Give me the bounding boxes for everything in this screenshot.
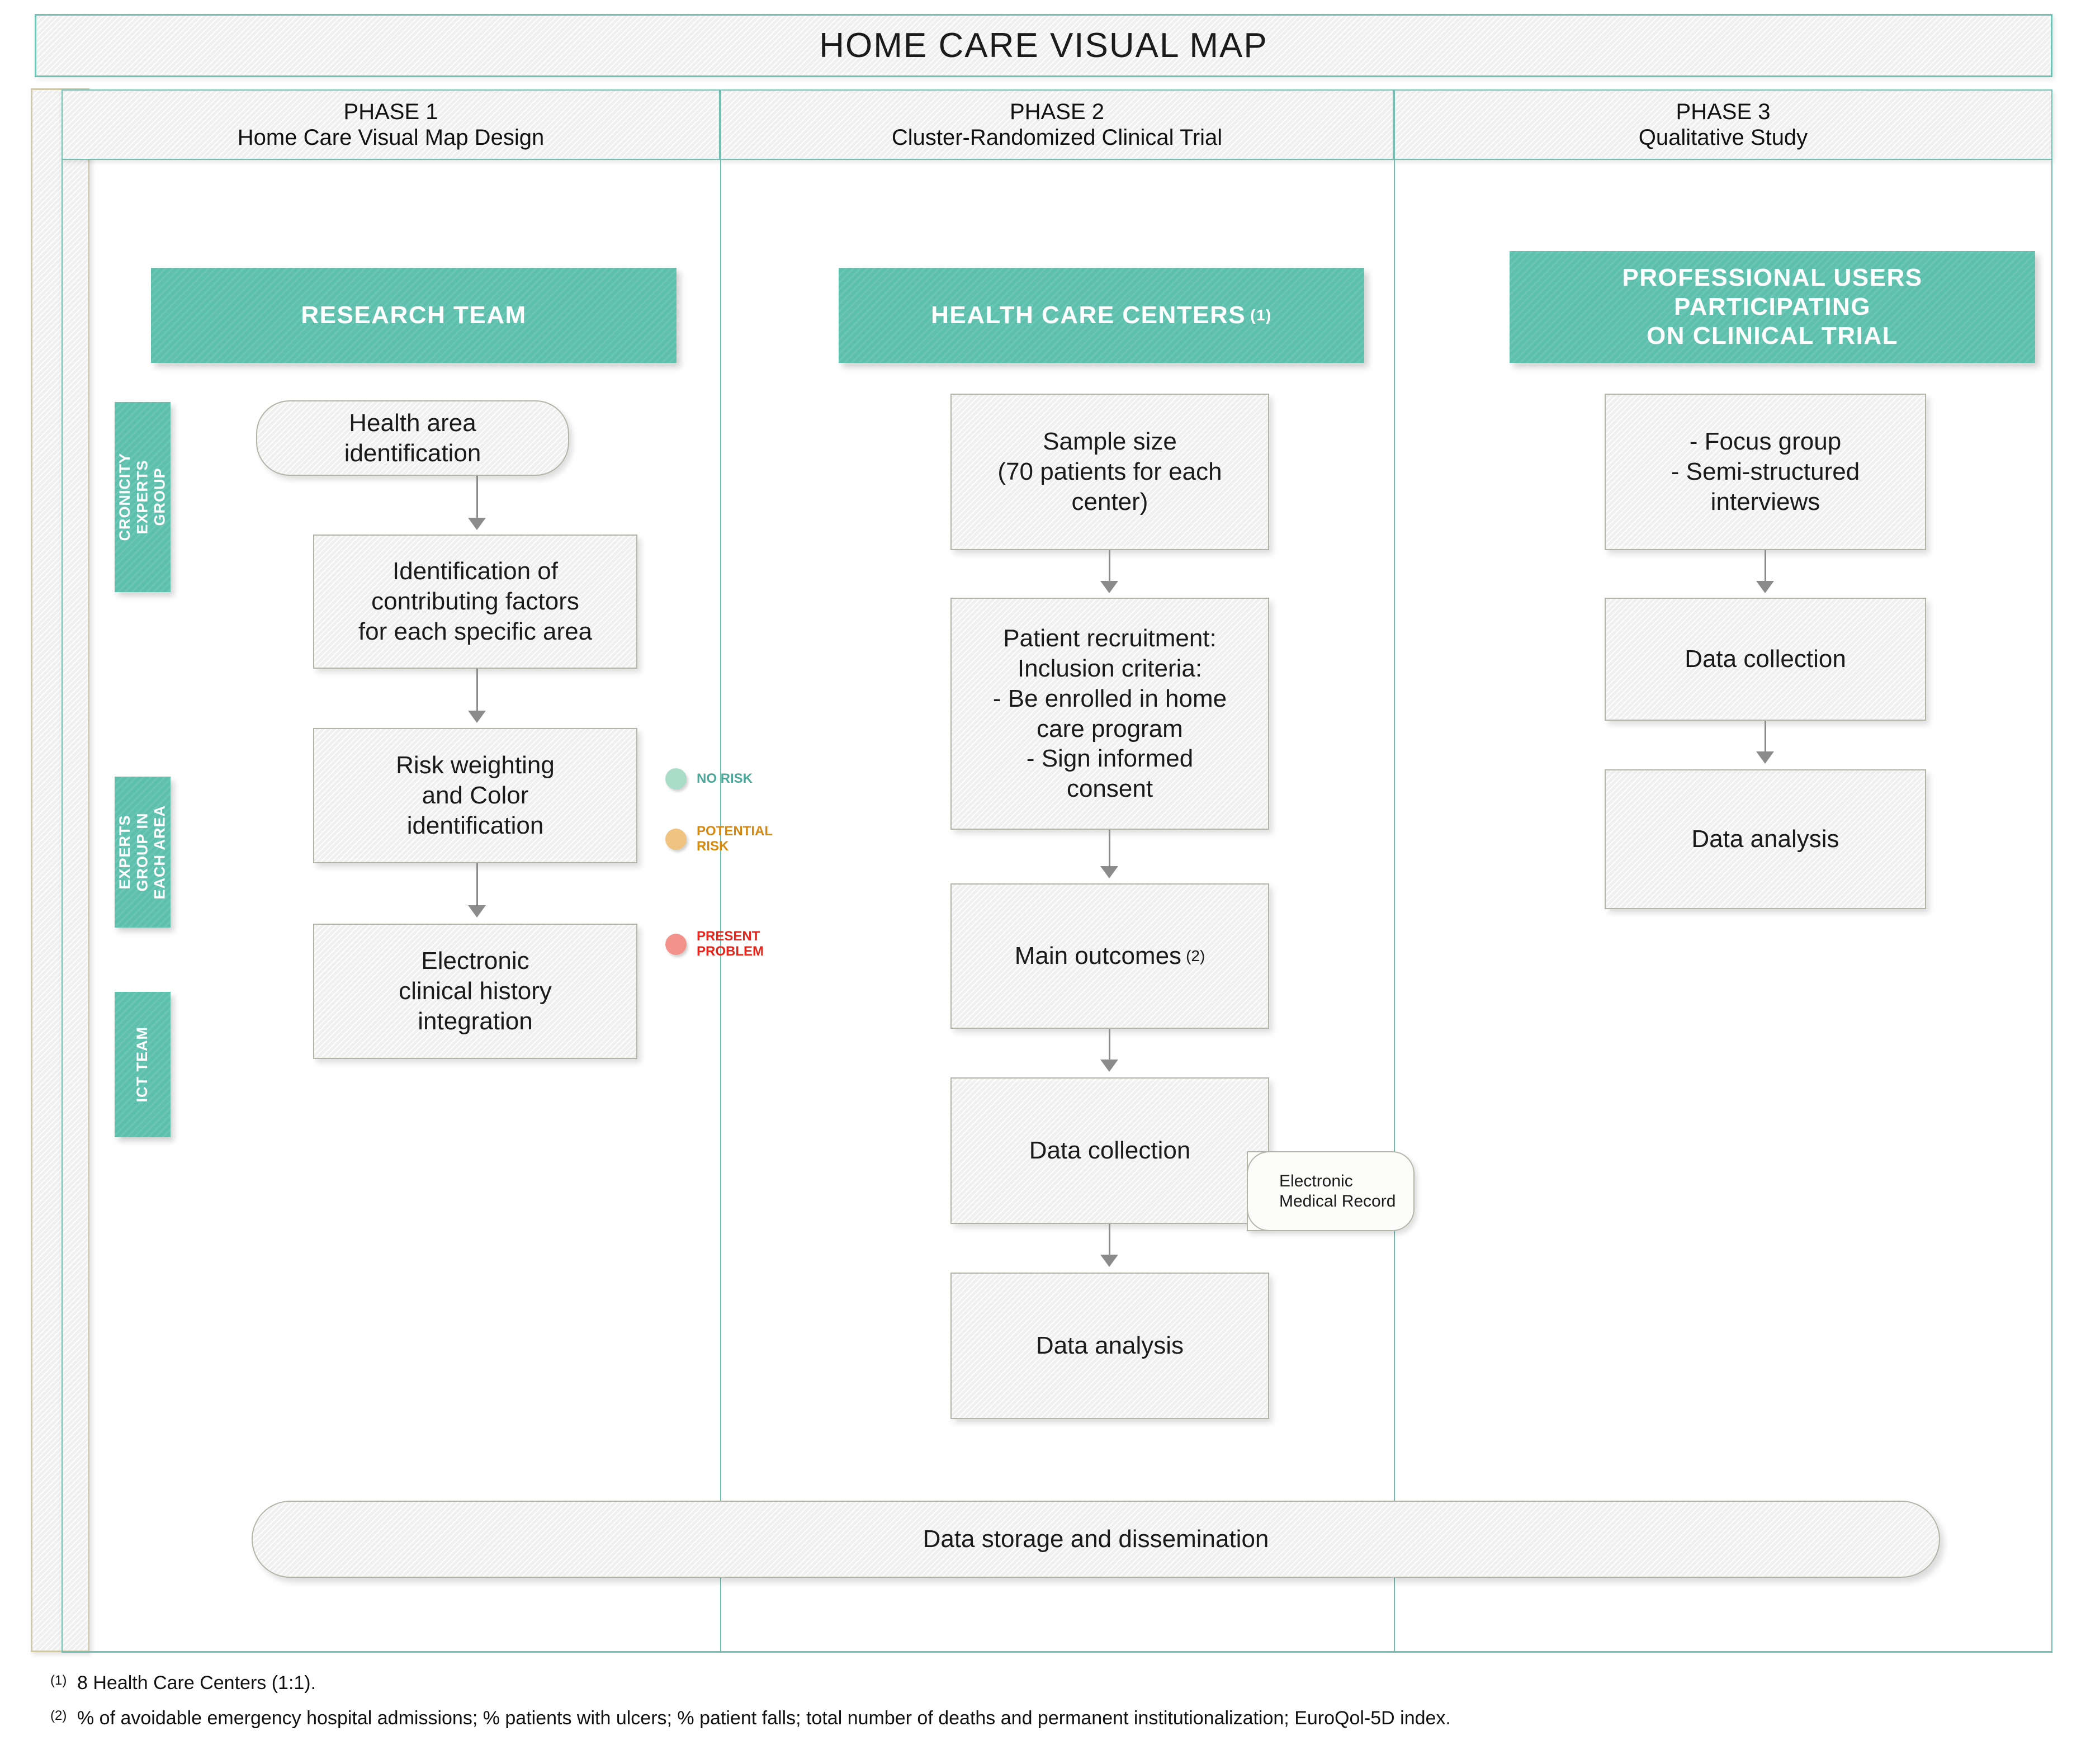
phase2-arrowhead-3 (1100, 1060, 1118, 1072)
phase3-step-data-collection[interactable]: Data collection (1605, 598, 1926, 721)
phase3-step-data-analysis[interactable]: Data analysis (1605, 769, 1926, 909)
side-label-cronicity-experts-group-text: CRONICITY EXPERTS GROUP (116, 453, 168, 541)
phase-header-3: PHASE 3 Qualitative Study (1394, 89, 2052, 160)
phase3-connector-1 (1765, 550, 1766, 583)
footnote-1-text: 8 Health Care Centers (1:1). (77, 1672, 316, 1694)
phase1-step-electronic-clinical-history-integration[interactable]: Electronic clinical history integration (313, 924, 637, 1059)
phase3-step-2-label: Data collection (1685, 645, 1846, 673)
risk-color-legend: NO RISK POTENTIAL RISK PRESENT PROBLEM (665, 768, 794, 959)
phase1-arrowhead-2 (468, 711, 486, 723)
phase2-connector-2 (1109, 830, 1110, 868)
left-side-strip (31, 88, 89, 1652)
phase3-step-3-label: Data analysis (1691, 825, 1839, 853)
phase2-connector-4 (1109, 1224, 1110, 1256)
electronic-medical-record-label: Electronic Medical Record (1279, 1171, 1396, 1210)
phase2-group-header-note: (1) (1250, 306, 1272, 324)
phase-1-number: PHASE 1 (343, 99, 438, 124)
phase1-connector-2 (476, 669, 478, 712)
phase2-step-2-label: Patient recruitment: Inclusion criteria:… (992, 625, 1227, 802)
phase3-group-header: PROFESSIONAL USERS PARTICIPATING ON CLIN… (1510, 251, 2035, 363)
column-divider-1 (720, 159, 721, 1653)
footnote-1-mark: (1) (50, 1673, 67, 1688)
footnotes: (1) 8 Health Care Centers (1:1). (2) % o… (50, 1672, 2063, 1742)
phase1-step-risk-weighting-color-identification[interactable]: Risk weighting and Color identification (313, 728, 637, 863)
no-risk-dot-icon (665, 768, 687, 789)
phase1-connector-3 (476, 863, 478, 907)
phase2-main-outcomes-note: (2) (1186, 947, 1205, 964)
data-storage-and-dissemination-bar[interactable]: Data storage and dissemination (252, 1501, 1940, 1578)
phase1-group-header-label: RESEARCH TEAM (301, 301, 527, 329)
phase3-arrowhead-1 (1756, 581, 1774, 593)
phase3-group-header-label: PROFESSIONAL USERS PARTICIPATING ON CLIN… (1622, 264, 1923, 349)
side-label-cronicity-experts-group: CRONICITY EXPERTS GROUP (115, 402, 171, 592)
footnote-1: (1) 8 Health Care Centers (1:1). (50, 1672, 2063, 1695)
phase2-connector-3 (1109, 1029, 1110, 1061)
phase3-step-1-label: - Focus group - Semi-structured intervie… (1671, 428, 1860, 516)
phase1-step-health-area-identification[interactable]: Health area identification (256, 400, 569, 476)
phase-2-name: Cluster-Randomized Clinical Trial (891, 125, 1223, 150)
phase2-step-4-label: Data collection (1029, 1137, 1191, 1165)
column-divider-2 (1394, 159, 1395, 1653)
phase2-arrowhead-1 (1100, 581, 1118, 593)
data-storage-label: Data storage and dissemination (923, 1525, 1269, 1553)
phase3-step-focus-group-interviews[interactable]: - Focus group - Semi-structured intervie… (1605, 394, 1926, 550)
phase1-step-4-label: Electronic clinical history integration (399, 947, 552, 1035)
phase-1-name: Home Care Visual Map Design (237, 125, 545, 150)
no-risk-label: NO RISK (697, 770, 753, 786)
phase2-step-data-analysis[interactable]: Data analysis (950, 1273, 1269, 1419)
phase2-step-1-label: Sample size (70 patients for each center… (997, 428, 1222, 516)
phase2-step-data-collection[interactable]: Data collection (950, 1077, 1269, 1224)
footnote-2: (2) % of avoidable emergency hospital ad… (50, 1707, 2063, 1730)
phase2-arrowhead-2 (1100, 866, 1118, 878)
phase-header-1: PHASE 1 Home Care Visual Map Design (62, 89, 720, 160)
phase-3-name: Qualitative Study (1638, 125, 1808, 150)
phase2-step-sample-size[interactable]: Sample size (70 patients for each center… (950, 394, 1269, 550)
phase2-group-header-label: HEALTH CARE CENTERS (931, 301, 1246, 329)
page-title: HOME CARE VISUAL MAP (819, 26, 1268, 65)
phase1-arrowhead-3 (468, 905, 486, 918)
phase2-connector-1 (1109, 550, 1110, 583)
page-title-band: HOME CARE VISUAL MAP (35, 14, 2052, 77)
phase-header-row: PHASE 1 Home Care Visual Map Design PHAS… (62, 89, 2052, 160)
potential-risk-dot-icon (665, 828, 687, 850)
phase1-step-2-label: Identification of contributing factors f… (358, 557, 593, 645)
phase2-group-header: HEALTH CARE CENTERS(1) (839, 268, 1364, 363)
phase-header-2: PHASE 2 Cluster-Randomized Clinical Tria… (720, 89, 1394, 160)
phase-2-number: PHASE 2 (1010, 99, 1104, 124)
body-outline (62, 159, 2052, 1653)
footnote-2-mark: (2) (50, 1708, 67, 1723)
present-problem-label: PRESENT PROBLEM (697, 929, 764, 959)
potential-risk-label: POTENTIAL RISK (697, 824, 773, 854)
phase1-arrowhead-1 (468, 518, 486, 530)
phase3-connector-2 (1765, 721, 1766, 753)
phase3-arrowhead-2 (1756, 751, 1774, 764)
phase2-arrowhead-4 (1100, 1255, 1118, 1267)
phase1-step-1-label: Health area identification (344, 409, 481, 467)
present-problem-dot-icon (665, 933, 687, 955)
side-label-ict-team-text: ICT TEAM (134, 1027, 151, 1103)
phase2-step-patient-recruitment[interactable]: Patient recruitment: Inclusion criteria:… (950, 598, 1269, 830)
side-label-ict-team: ICT TEAM (115, 992, 171, 1137)
phase2-step-5-label: Data analysis (1035, 1332, 1184, 1360)
phase1-connector-1 (476, 476, 478, 519)
phase1-group-header: RESEARCH TEAM (151, 268, 677, 363)
electronic-medical-record-datastore-icon: Electronic Medical Record (1247, 1151, 1415, 1231)
footnote-2-text: % of avoidable emergency hospital admiss… (77, 1707, 1451, 1729)
side-label-experts-group-in-each-area: EXPERTS GROUP IN EACH AREA (115, 777, 171, 928)
phase1-step-identification-contributing-factors[interactable]: Identification of contributing factors f… (313, 535, 637, 669)
side-label-experts-group-in-each-area-text: EXPERTS GROUP IN EACH AREA (116, 805, 168, 900)
phase2-step-main-outcomes[interactable]: Main outcomes(2) (950, 883, 1269, 1029)
phase1-step-3-label: Risk weighting and Color identification (396, 751, 555, 839)
phase-columns-body: RESEARCH TEAM CRONICITY EXPERTS GROUP EX… (62, 159, 2052, 1653)
phase-3-number: PHASE 3 (1676, 99, 1771, 124)
phase2-step-3-label: Main outcomes (1014, 942, 1182, 970)
